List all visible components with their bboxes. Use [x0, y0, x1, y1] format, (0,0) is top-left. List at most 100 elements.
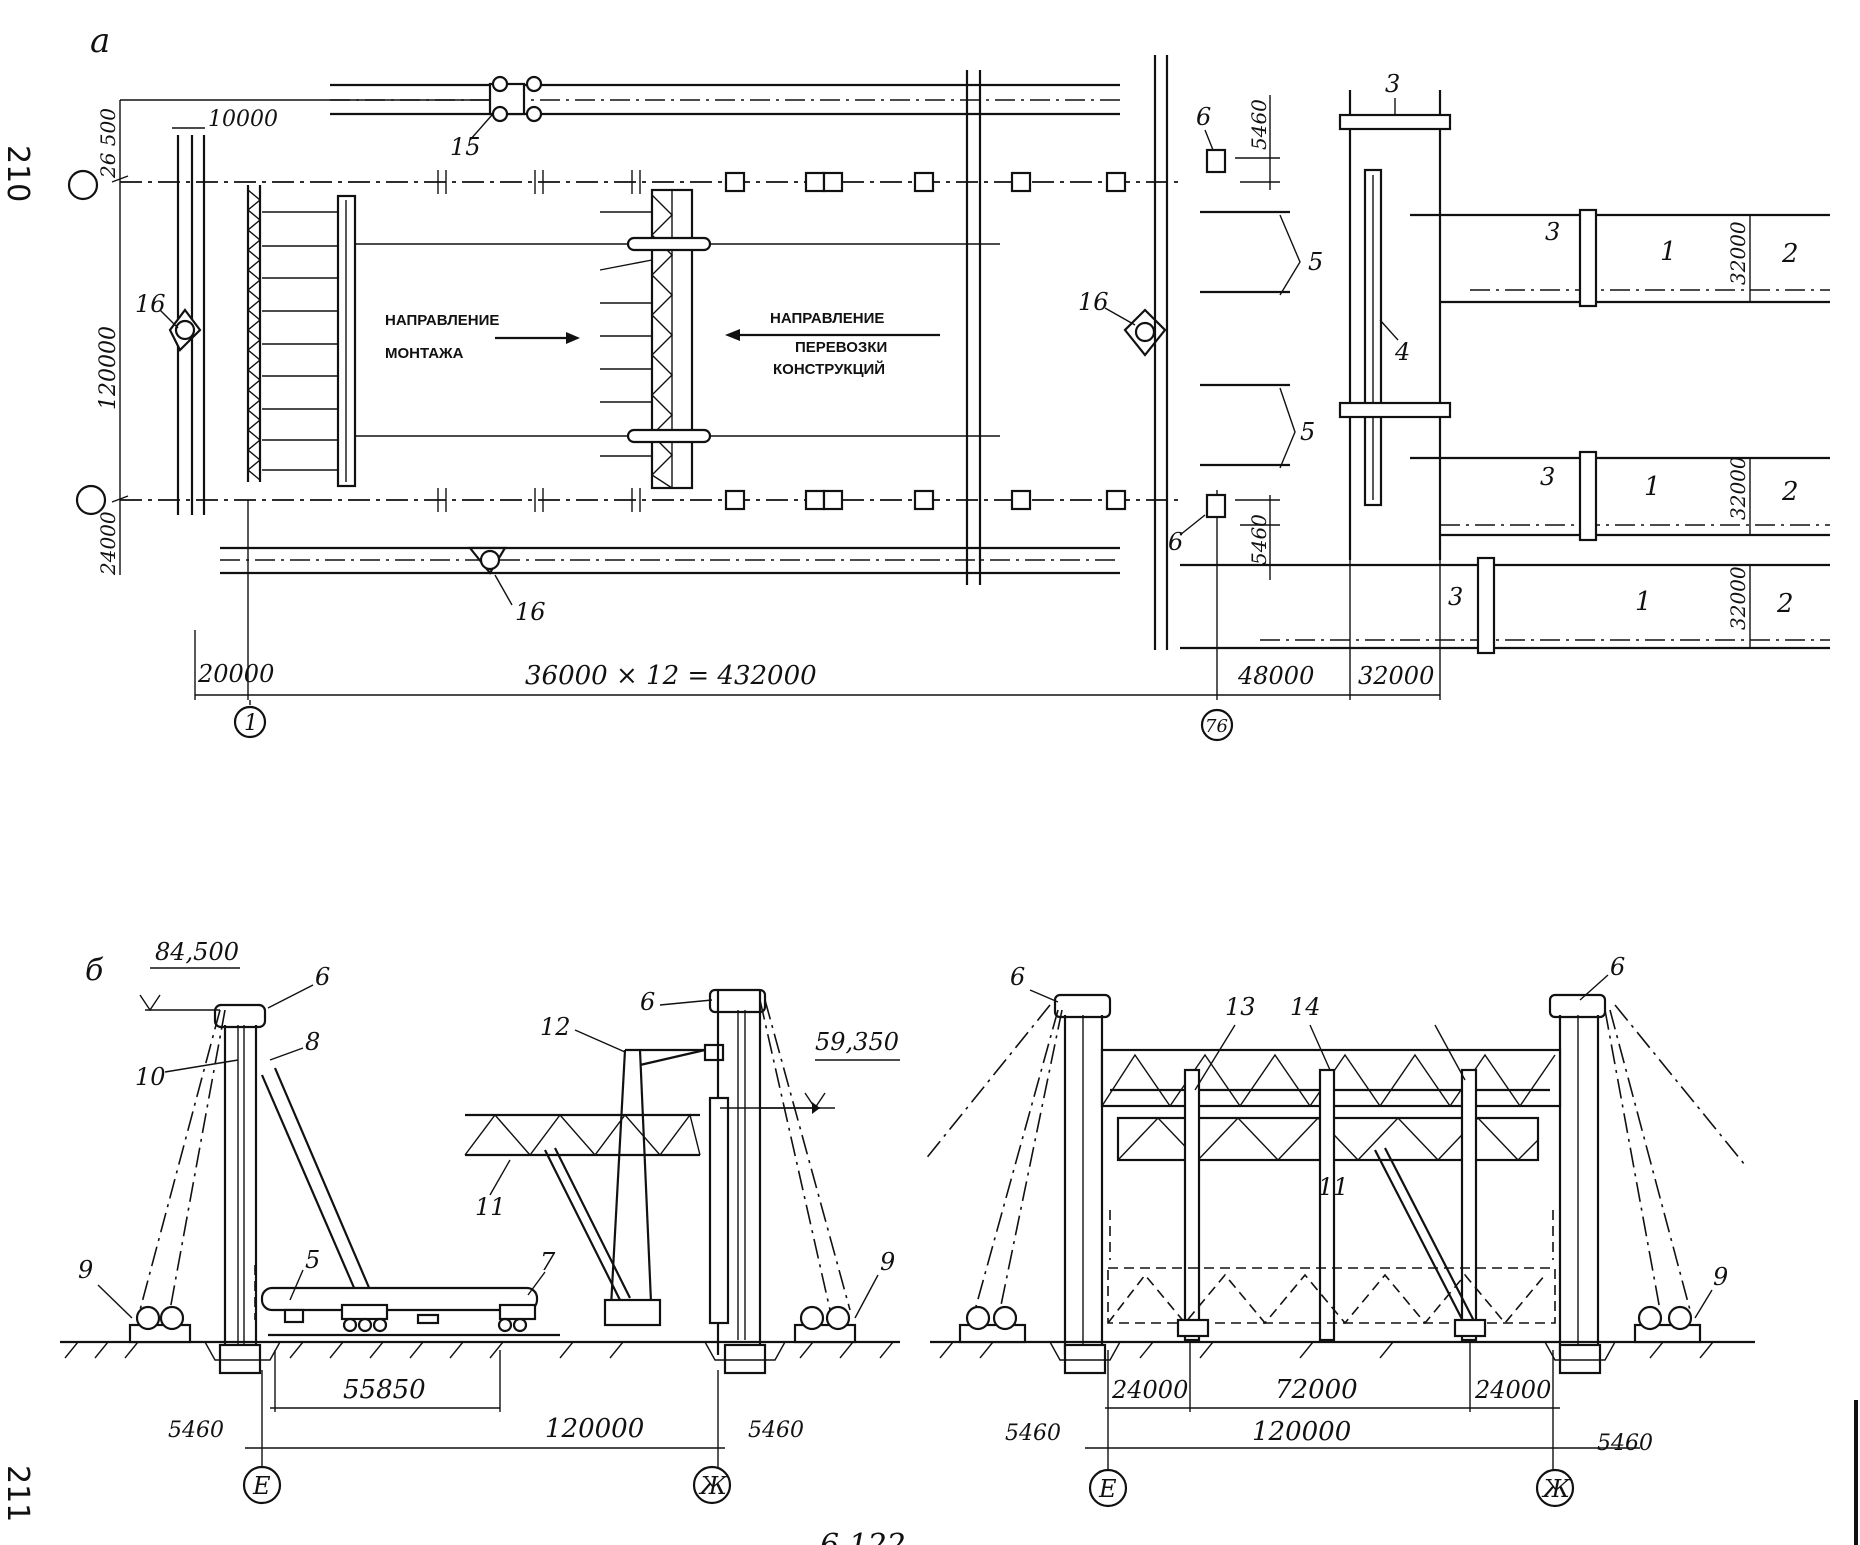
text-direction-transport-3: КОНСТРУКЦИЙ [773, 360, 885, 378]
section-callout-11-a: 11 [475, 1193, 506, 1221]
axis-label-Zh-left: Ж [698, 1472, 728, 1500]
section-callout-10: 10 [135, 1063, 166, 1091]
dim-32000-bay-3: 32000 [1726, 566, 1750, 630]
section-callout-9-b: 9 [880, 1248, 895, 1276]
column-6-bottom [1205, 493, 1227, 519]
storage-bay-3: 1 2 3 32000 [1180, 556, 1830, 655]
axis-label-E-right: Е [1098, 1475, 1117, 1503]
elevation-59350: 59,350 [815, 1028, 899, 1056]
dim-5460-top: 5460 [1247, 99, 1271, 150]
caption-fragment: 6.122 [820, 1528, 906, 1545]
plan-callout-16-left: 16 [135, 290, 166, 318]
plan-callout-3-b: 3 [1540, 463, 1555, 491]
plan-label: а [90, 21, 110, 61]
page-number-bottom: 211 [0, 1465, 35, 1522]
dim-26500: 26 500 [96, 108, 120, 179]
section-callout-6-b: 6 [640, 988, 655, 1016]
winch-9-center [793, 1305, 857, 1344]
dim-5460-c: 5460 [1005, 1421, 1061, 1446]
mast-right-right [1544, 993, 1746, 1375]
column-6-top [1205, 148, 1227, 174]
storage-bay-2: 1 2 3 32000 [1410, 450, 1830, 542]
dim-120000-left: 120000 [545, 1414, 644, 1444]
plan-callout-16-bottom: 16 [515, 598, 546, 626]
plan-callout-6-bottom: 6 [1168, 528, 1183, 556]
mount-zone-ties [262, 211, 640, 471]
axis-bubble-76 [1200, 708, 1234, 742]
axis-bubble-E-right [1088, 1468, 1128, 1508]
dim-32000-horizontal: 32000 [1358, 662, 1434, 690]
plan-callout-2-b: 2 [1781, 477, 1799, 507]
section-callout-6-d: 6 [1610, 953, 1625, 981]
plan-callout-15: 15 [450, 133, 481, 161]
arrow-mount-head [566, 332, 580, 344]
dim-32000-bay-1: 32000 [1726, 221, 1750, 285]
turntable-16-left [168, 308, 202, 352]
plan-callout-3-a: 3 [1545, 218, 1560, 246]
dim-120000-right: 120000 [1252, 1417, 1351, 1447]
dim-32000-bay-2: 32000 [1726, 456, 1750, 520]
dim-24000-right: 24000 [1474, 1376, 1551, 1404]
column-markers-top [437, 170, 1127, 194]
axis-bubble-1 [233, 705, 267, 739]
dim-5460-a: 5460 [168, 1418, 224, 1443]
plan-callout-1-b: 1 [1644, 472, 1661, 502]
axis-label-1: 1 [244, 711, 258, 736]
dim-36000x12: 36000 × 12 = 432000 [525, 661, 817, 691]
text-direction-mount-1: НАПРАВЛЕНИЕ [385, 312, 499, 329]
row-axis-circle-bottom [75, 484, 107, 516]
dim-5460-bottom: 5460 [1247, 514, 1271, 565]
dim-24000-left: 24000 [1111, 1376, 1188, 1404]
plan-callout-1-a: 1 [1660, 237, 1677, 267]
section-callout-9-c: 9 [1713, 1263, 1728, 1291]
axis-bubble-Zh-left [692, 1465, 732, 1505]
plan-callout-3-c: 3 [1448, 583, 1463, 611]
dim-5460-d: 5460 [1597, 1431, 1653, 1456]
section-callout-7: 7 [540, 1248, 556, 1276]
section-callout-13: 13 [1225, 993, 1256, 1021]
winch-9-left [128, 1305, 192, 1344]
section-callout-14: 14 [1290, 993, 1321, 1021]
dim-48000: 48000 [1237, 662, 1314, 690]
section-view: б [60, 938, 1755, 1545]
turntable-15 [488, 75, 543, 123]
yard-area: 6 6 5460 5460 5 5 [1153, 55, 1830, 655]
plan-callout-2-a: 2 [1781, 239, 1799, 269]
plan-callout-1-c: 1 [1635, 587, 1652, 617]
axis-label-E-left: Е [252, 1472, 271, 1500]
center-truss [599, 188, 712, 490]
plan-callout-3-top: 3 [1385, 70, 1400, 98]
axis-bubble-E-left [242, 1465, 282, 1505]
section-callout-9-a: 9 [78, 1256, 93, 1284]
section-callout-6-a: 6 [315, 963, 330, 991]
dim-120000-vertical: 120000 [96, 326, 121, 410]
trailer [260, 1286, 560, 1337]
hoist-columns [1183, 1068, 1478, 1342]
axis-label-Zh-right: Ж [1541, 1475, 1571, 1503]
plan-callout-2-c: 2 [1776, 589, 1794, 619]
arrow-transport-head [725, 329, 740, 341]
row-axis-circle-top [67, 169, 99, 201]
plan-callout-4: 4 [1394, 338, 1410, 366]
storage-bay-1: 1 2 3 32000 [1410, 208, 1830, 308]
dim-55850: 55850 [343, 1375, 426, 1405]
mast-right-left [924, 993, 1121, 1375]
plan-callout-16-right: 16 [1078, 288, 1109, 316]
mast-center [704, 988, 851, 1375]
turntable-16-right [1123, 308, 1167, 357]
truss-11-hanging [464, 1113, 701, 1157]
plan-callout-6-top: 6 [1196, 103, 1211, 131]
text-direction-mount-2: МОНТАЖА [385, 345, 464, 362]
dim-20000: 20000 [197, 660, 274, 688]
dim-10000: 10000 [208, 107, 278, 132]
plan-view: а 26 500 120000 24000 10000 [67, 21, 1830, 742]
winch-9-right-left [958, 1305, 1027, 1344]
mast-left [139, 1003, 372, 1375]
dim-24000-vertical: 24000 [96, 511, 120, 576]
section-callout-5: 5 [305, 1246, 320, 1274]
text-direction-transport-1: НАПРАВЛЕНИЕ [770, 310, 884, 327]
section-callout-6-c: 6 [1010, 963, 1025, 991]
column-markers-bottom [437, 488, 1127, 512]
section-label: б [85, 953, 104, 988]
